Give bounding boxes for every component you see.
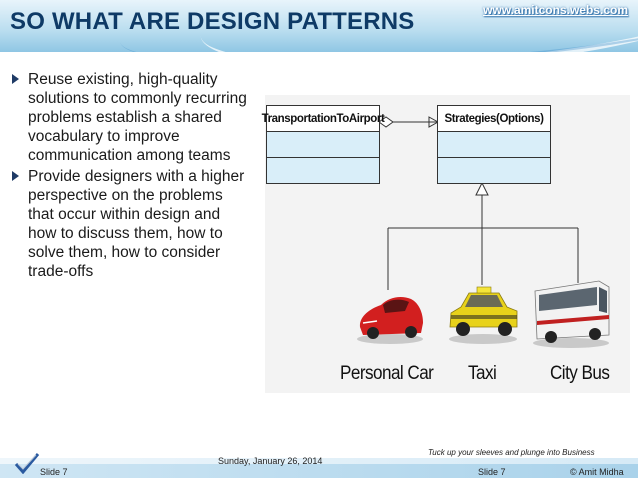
slide-title: SO WHAT ARE DESIGN PATTERNS xyxy=(10,8,415,35)
bullet-text: Provide designers with a higher perspect… xyxy=(28,168,245,280)
car-icon xyxy=(357,297,423,344)
bullet-item: Reuse existing, high-quality solutions t… xyxy=(10,70,248,165)
inheritance-triangle-icon xyxy=(475,181,489,196)
aggregation-diamond-icon xyxy=(378,116,394,128)
class-name: Strategies(Options) xyxy=(438,106,550,132)
footer-band xyxy=(0,464,638,478)
class-methods xyxy=(267,158,379,183)
bullet-item: Provide designers with a higher perspect… xyxy=(10,167,248,281)
label-city-bus: City Bus xyxy=(550,363,610,384)
slide-number-right: Slide 7 xyxy=(478,467,506,477)
footer-date: Sunday, January 26, 2014 xyxy=(218,456,323,466)
bullet-arrow-icon xyxy=(12,74,19,84)
bus-icon xyxy=(533,280,610,348)
label-taxi: Taxi xyxy=(468,363,497,384)
uml-links xyxy=(357,116,610,348)
website-link[interactable]: www.amitcons.webs.com xyxy=(483,3,628,17)
class-name: TransportationToAirport xyxy=(262,106,385,132)
taxi-icon xyxy=(449,286,518,344)
bullet-text: Reuse existing, high-quality solutions t… xyxy=(28,71,247,164)
class-box-transportation: TransportationToAirport xyxy=(262,105,385,184)
title-banner: SO WHAT ARE DESIGN PATTERNS www.amitcons… xyxy=(0,0,638,52)
bullet-arrow-icon xyxy=(12,171,19,181)
copyright: © Amit Midha xyxy=(570,467,624,477)
bullet-list: Reuse existing, high-quality solutions t… xyxy=(10,70,248,283)
association-arrow-icon xyxy=(428,116,440,128)
slide-number-left: Slide 7 xyxy=(40,467,68,477)
class-attributes xyxy=(438,132,550,158)
class-box-strategies: Strategies(Options) xyxy=(437,105,551,184)
slide-footer: Tuck up your sleeves and plunge into Bus… xyxy=(0,444,638,478)
footer-band xyxy=(0,458,638,464)
class-attributes xyxy=(267,132,379,158)
footer-tagline: Tuck up your sleeves and plunge into Bus… xyxy=(428,448,595,457)
class-methods xyxy=(438,158,550,183)
label-personal-car: Personal Car xyxy=(340,363,434,384)
strategy-pattern-diagram: TransportationToAirport Strategies(Optio… xyxy=(262,95,630,393)
checkmark-logo-icon xyxy=(14,453,40,474)
